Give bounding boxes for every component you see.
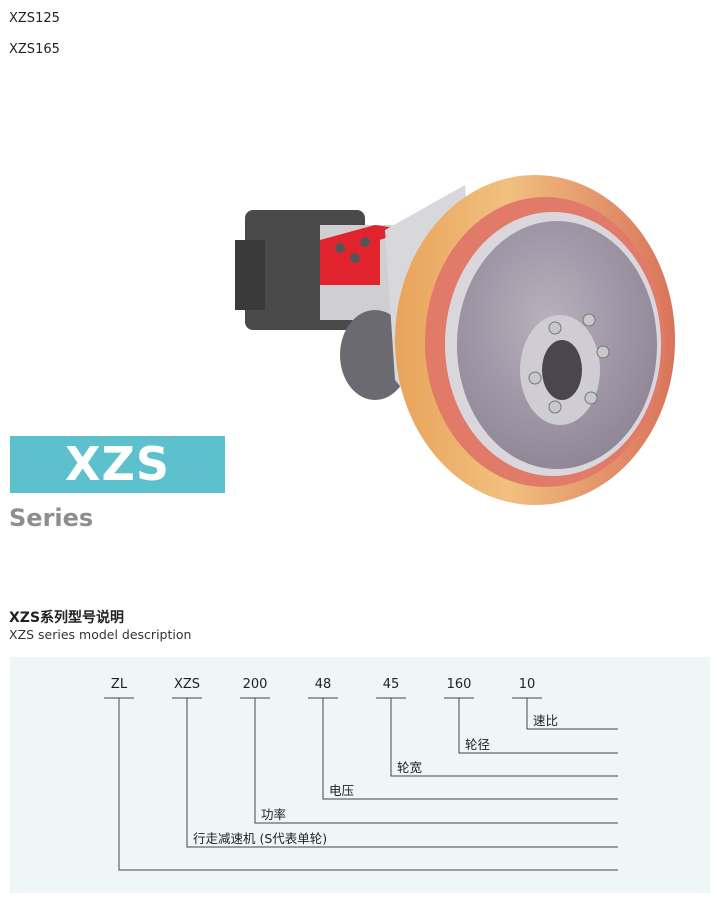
label-drive-reducer: 行走减速机 (S代表单轮) [193,831,328,846]
description-title-cn: XZS系列型号说明 [9,610,125,626]
model-xzs125: XZS125 [9,11,60,26]
code-xzs: XZS [173,677,201,692]
code-wheel-width: 45 [382,677,400,692]
label-power: 功率 [261,807,287,822]
code-voltage: 48 [314,677,332,692]
series-subtitle: Series [9,504,94,532]
model-code-diagram: ZL XZS 200 48 45 160 10 速比 轮径 轮宽 电压 功率 行… [10,657,710,893]
label-ratio: 速比 [533,713,559,728]
code-zl: ZL [110,677,128,692]
series-banner: XZS [10,436,225,493]
label-voltage: 电压 [329,783,355,798]
code-power: 200 [242,677,268,692]
code-wheel-diameter: 160 [446,677,472,692]
model-xzs165: XZS165 [9,42,60,57]
label-wheel-width: 轮宽 [397,760,423,775]
description-title-en: XZS series model description [9,627,192,642]
label-wheel-diameter: 轮径 [465,737,491,752]
product-wheel-motor-image [235,175,675,505]
diagram-lines [104,697,618,871]
code-ratio: 10 [518,677,536,692]
